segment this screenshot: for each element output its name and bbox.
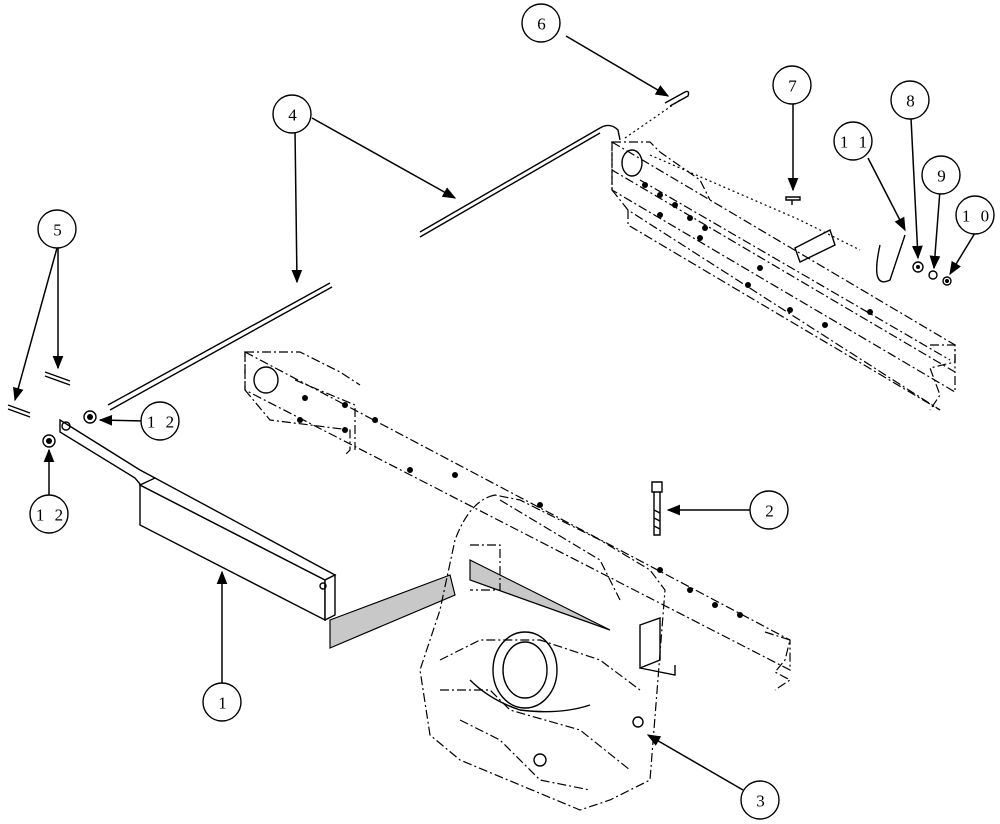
- callout-9: 9: [921, 155, 961, 195]
- callout-4: 4: [272, 94, 312, 134]
- callout-1-label: 1: [218, 694, 230, 713]
- callout-10: 1 0: [955, 195, 995, 235]
- callout-12-lower-label: 1 2: [36, 506, 66, 525]
- callout-10-label: 1 0: [962, 207, 992, 226]
- leader-lines: [13, 35, 976, 791]
- callout-12-upper: 1 2: [140, 401, 180, 441]
- callout-12-upper-label: 1 2: [147, 413, 177, 432]
- callout-2-label: 2: [765, 502, 777, 521]
- callout-4-label: 4: [288, 106, 300, 125]
- callout-12-lower: 1 2: [29, 494, 69, 534]
- callout-7: 7: [772, 65, 812, 105]
- callout-11-label: 1 1: [840, 133, 870, 152]
- drawbar: [59, 418, 337, 622]
- callout-2: 2: [749, 490, 789, 530]
- callout-7-label: 7: [788, 77, 800, 96]
- callout-5-label: 5: [53, 221, 65, 240]
- callout-5: 5: [37, 209, 77, 249]
- rods: [107, 99, 861, 411]
- callout-11: 1 1: [833, 121, 873, 161]
- callout-3-label: 3: [756, 792, 768, 811]
- hitch-bracket: [329, 494, 676, 811]
- callout-8: 8: [890, 80, 930, 120]
- callout-3: 3: [740, 780, 780, 820]
- hardware: [7, 90, 952, 536]
- callout-9-label: 9: [937, 167, 949, 186]
- callout-6-label: 6: [537, 15, 549, 34]
- callout-8-label: 8: [906, 92, 918, 111]
- lower-frame-rail: [244, 351, 792, 691]
- callout-6: 6: [521, 3, 561, 43]
- callout-1: 1: [202, 682, 242, 722]
- upper-frame-rail: [611, 140, 956, 411]
